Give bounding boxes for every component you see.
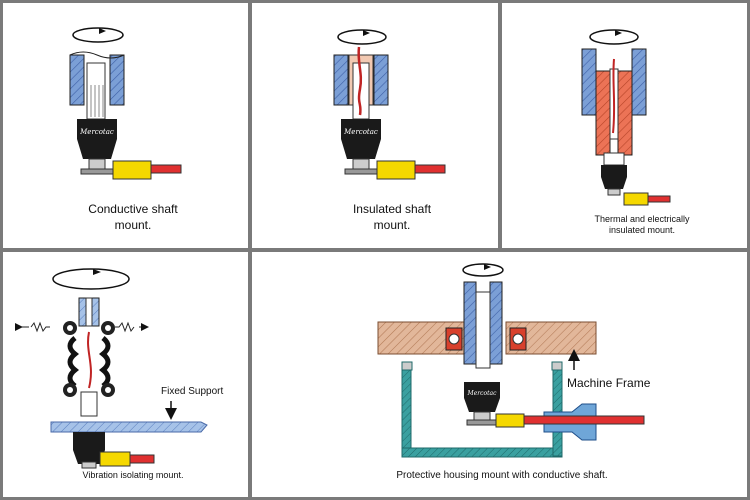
conductive-shaft-diagram: Mercotac	[69, 27, 182, 180]
rotor-stem	[86, 62, 106, 120]
caption-thermal: Thermal and electrically insulated mount…	[594, 214, 690, 235]
shaft-wall-left	[69, 54, 85, 106]
panel-thermal-insulated: Thermal and electrically insulated mount…	[502, 3, 747, 248]
panel-vibration-isolating: Fixed Support Vibration isolating mount.	[3, 252, 248, 497]
wire-lead	[150, 164, 182, 174]
svg-text:Mercotac: Mercotac	[343, 128, 378, 136]
label-machine-frame: Machine Frame	[567, 376, 651, 390]
rotation-arrow-icon	[462, 263, 504, 277]
insulated-shaft-diagram: Mercotac	[333, 29, 446, 180]
panel-protective-housing: Mercotac Machine Frame Protective housin…	[252, 252, 747, 497]
caption-protective: Protective housing mount with conductive…	[396, 470, 608, 481]
vibration-isolating-diagram	[15, 268, 208, 469]
connector-plug	[112, 160, 152, 180]
panel-insulated-shaft: Mercotac Insulated shaft mount.	[252, 3, 498, 248]
insulator-left	[595, 70, 611, 156]
label-fixed-support: Fixed Support	[161, 386, 224, 397]
bellows	[67, 336, 111, 388]
vibration-wave-icon	[15, 321, 149, 333]
brand-mark: Mercotac	[79, 128, 114, 136]
insulator-right	[617, 70, 633, 156]
fixed-support-bar	[50, 421, 208, 433]
panel-conductive-shaft: Mercotac Conductive shaft mount.	[3, 3, 248, 248]
svg-text:Mercotac: Mercotac	[467, 390, 498, 397]
wire-inner	[357, 46, 363, 116]
wire-lead	[523, 415, 645, 425]
caption-vibration: Vibration isolating mount.	[82, 470, 184, 480]
rotation-arrow-icon	[52, 268, 130, 290]
shaft-wall-right	[109, 54, 125, 106]
rotation-arrow-icon	[337, 29, 387, 45]
caption-conductive: Conductive shaft mount.	[88, 202, 178, 232]
protective-housing-diagram: Mercotac	[377, 263, 645, 458]
thermal-insulated-diagram	[581, 29, 671, 206]
rotation-arrow-icon	[589, 29, 639, 45]
rotation-arrow-icon	[72, 27, 124, 43]
connector-body	[77, 119, 117, 159]
caption-insulated: Insulated shaft mount.	[352, 202, 432, 232]
